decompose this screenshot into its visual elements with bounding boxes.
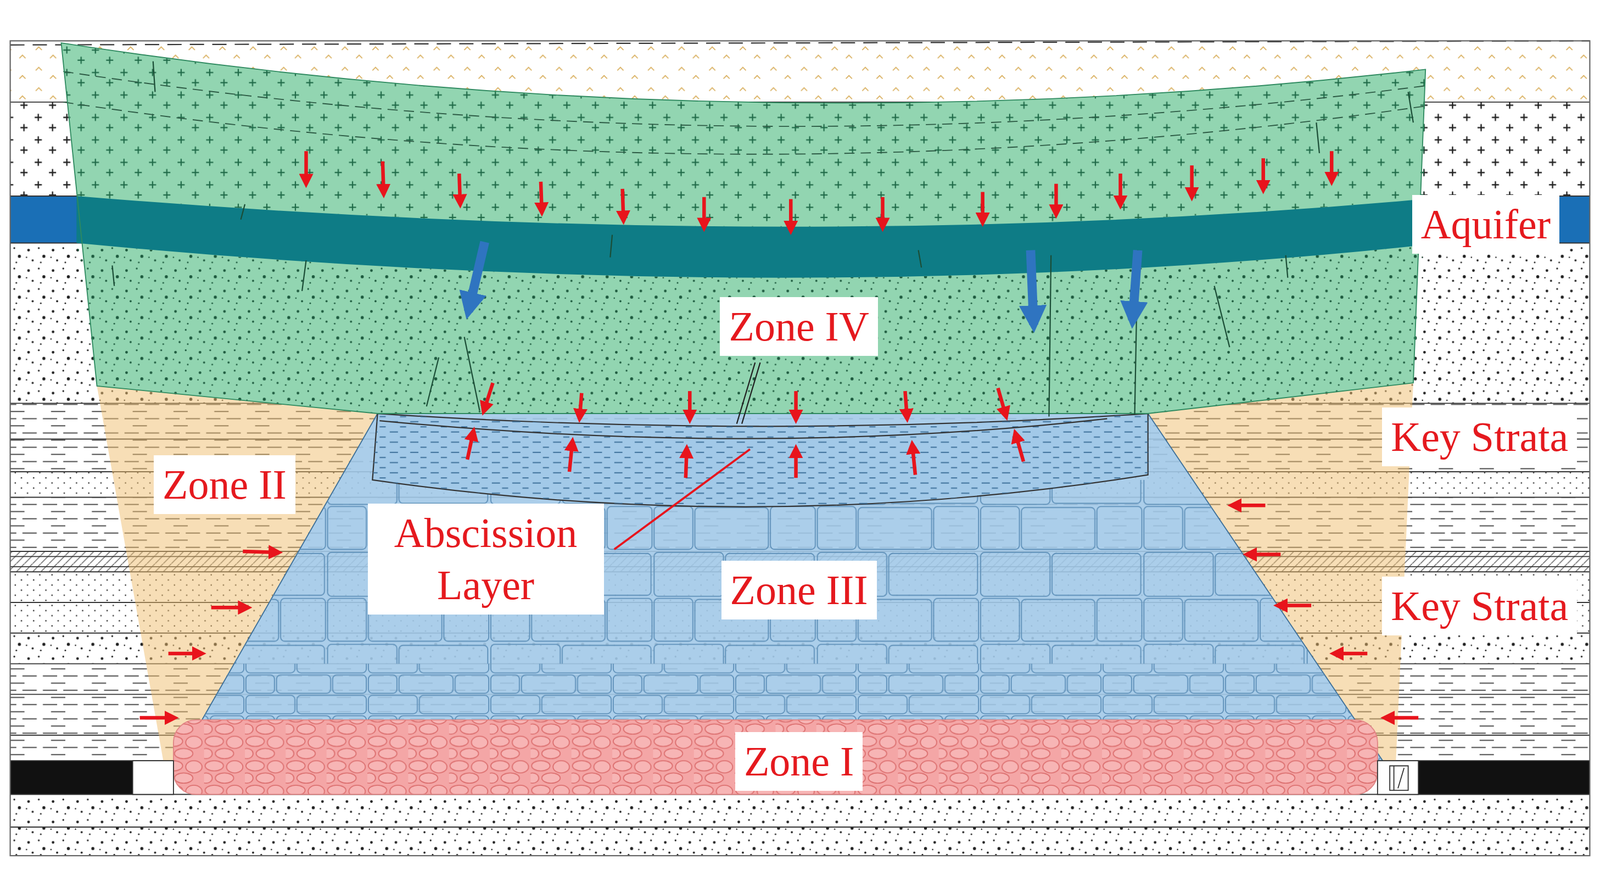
zone-outline <box>61 42 1426 414</box>
drawing-part <box>301 260 306 292</box>
drawing-part <box>1214 286 1230 348</box>
drawing-part <box>112 265 115 286</box>
cracks <box>112 61 1413 417</box>
bending-zone <box>61 42 1426 414</box>
load-arrows <box>140 150 1419 718</box>
drawing-part <box>242 551 279 553</box>
separation-line <box>379 418 1107 439</box>
zone-label: Abscission Layer <box>367 503 604 615</box>
drawing-part <box>569 440 573 472</box>
zone-label: Zone I <box>735 731 863 791</box>
leader-line <box>614 449 751 550</box>
floor-layer <box>10 794 1591 857</box>
drawing-part <box>1384 715 1419 720</box>
drawing-part <box>702 197 707 228</box>
goaf-edge <box>1377 760 1419 794</box>
drawing-part <box>304 150 309 184</box>
rubble <box>173 719 1378 795</box>
zone-label: Zone II <box>153 455 296 514</box>
zone-i <box>132 719 1419 795</box>
drawing-part <box>426 357 439 407</box>
coal-seam <box>10 760 133 794</box>
drawing-part <box>1329 150 1334 182</box>
drawing-part <box>540 181 542 213</box>
zone-iv <box>61 42 1426 424</box>
drawing-part <box>468 242 485 312</box>
drawing-part <box>579 393 583 419</box>
abscission-band <box>372 413 1148 507</box>
drawing-part <box>1189 165 1194 198</box>
drawing-part <box>904 390 908 419</box>
drawing-part <box>998 388 1007 417</box>
drawing-part <box>1118 173 1123 206</box>
drawing-part <box>153 61 156 93</box>
large-blocks <box>153 479 1429 664</box>
drawing-part <box>1054 183 1059 215</box>
drawing-part <box>1246 552 1281 557</box>
background-strata <box>10 40 1591 856</box>
drawing-part <box>1333 651 1368 656</box>
drawing-part <box>1132 250 1138 321</box>
caving-zone <box>173 719 1378 795</box>
drawing-part <box>459 173 461 205</box>
drawing-part <box>1048 255 1051 417</box>
drawing-part <box>610 235 613 258</box>
drawing-part <box>622 188 624 221</box>
goaf-edge <box>132 760 174 794</box>
zone-label: Zone IV <box>719 297 878 356</box>
drawing-part <box>483 382 494 412</box>
zone-label: Key Strata <box>1382 407 1577 467</box>
drawing-part <box>1277 603 1312 608</box>
drawing-part <box>464 337 480 411</box>
zone-label: Zone III <box>721 560 877 620</box>
drawing-part <box>1316 122 1320 154</box>
drawing-part <box>211 605 249 610</box>
drawing-part <box>168 651 203 656</box>
broken-blocks <box>153 479 1429 761</box>
drawing-part <box>793 448 798 478</box>
frame <box>10 40 1591 856</box>
drawing-part <box>793 390 798 420</box>
drawing-part <box>880 197 885 228</box>
abscission-hatch <box>372 413 1148 507</box>
drawing-part <box>685 448 687 478</box>
drawing-part <box>1285 255 1289 278</box>
sagging-strata <box>63 71 1426 155</box>
drawing-part <box>980 192 985 223</box>
zone-label: Aquifer <box>1412 194 1560 254</box>
drawing-part <box>467 431 474 460</box>
drawing-part <box>241 204 245 220</box>
drawing-part <box>1408 91 1414 123</box>
drawing-part <box>912 444 916 475</box>
drawing-part <box>789 199 793 232</box>
zone-label: Key Strata <box>1382 576 1577 636</box>
drawing-part <box>382 161 384 194</box>
drawing-part <box>918 250 922 268</box>
drawing-part <box>1231 503 1266 508</box>
zone-iii <box>153 413 1429 761</box>
through-crack <box>736 362 761 424</box>
drawing-part <box>687 390 692 420</box>
coal-seam <box>1418 760 1590 794</box>
aquifer-sag <box>76 196 1424 278</box>
drawing-part <box>1261 158 1266 190</box>
drawing-part <box>1015 432 1024 462</box>
hydraulic-support <box>1389 765 1408 791</box>
drawing-part <box>1030 250 1034 326</box>
drawing-part <box>140 715 175 720</box>
